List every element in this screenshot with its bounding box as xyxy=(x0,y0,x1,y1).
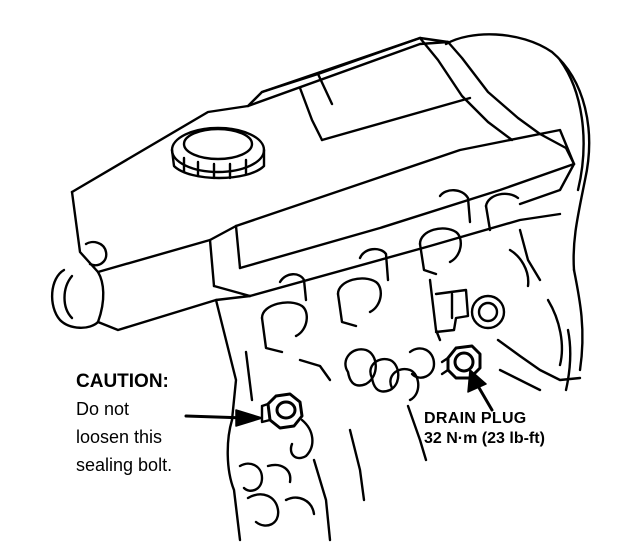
cylinder-head-cover xyxy=(70,36,576,288)
sealing-bolt xyxy=(260,392,304,430)
timing-belt-cover xyxy=(444,33,591,392)
drain-plug xyxy=(440,344,482,380)
caution-text-line-1: Do not xyxy=(76,399,130,419)
cylinder-head-ports xyxy=(212,189,562,354)
caution-text-line-3: sealing bolt. xyxy=(76,455,173,475)
caution-text-line-2: loosen this xyxy=(76,427,163,447)
caution-arrow xyxy=(184,409,263,427)
drain-plug-torque: 32 N·m (23 lb-ft) xyxy=(424,430,545,447)
drain-plug-label: DRAIN PLUG xyxy=(424,410,527,427)
distributor-housing xyxy=(51,240,252,332)
drain-plug-arrow xyxy=(467,369,494,412)
caution-title: CAUTION: xyxy=(76,371,169,392)
engine-block xyxy=(214,278,582,542)
